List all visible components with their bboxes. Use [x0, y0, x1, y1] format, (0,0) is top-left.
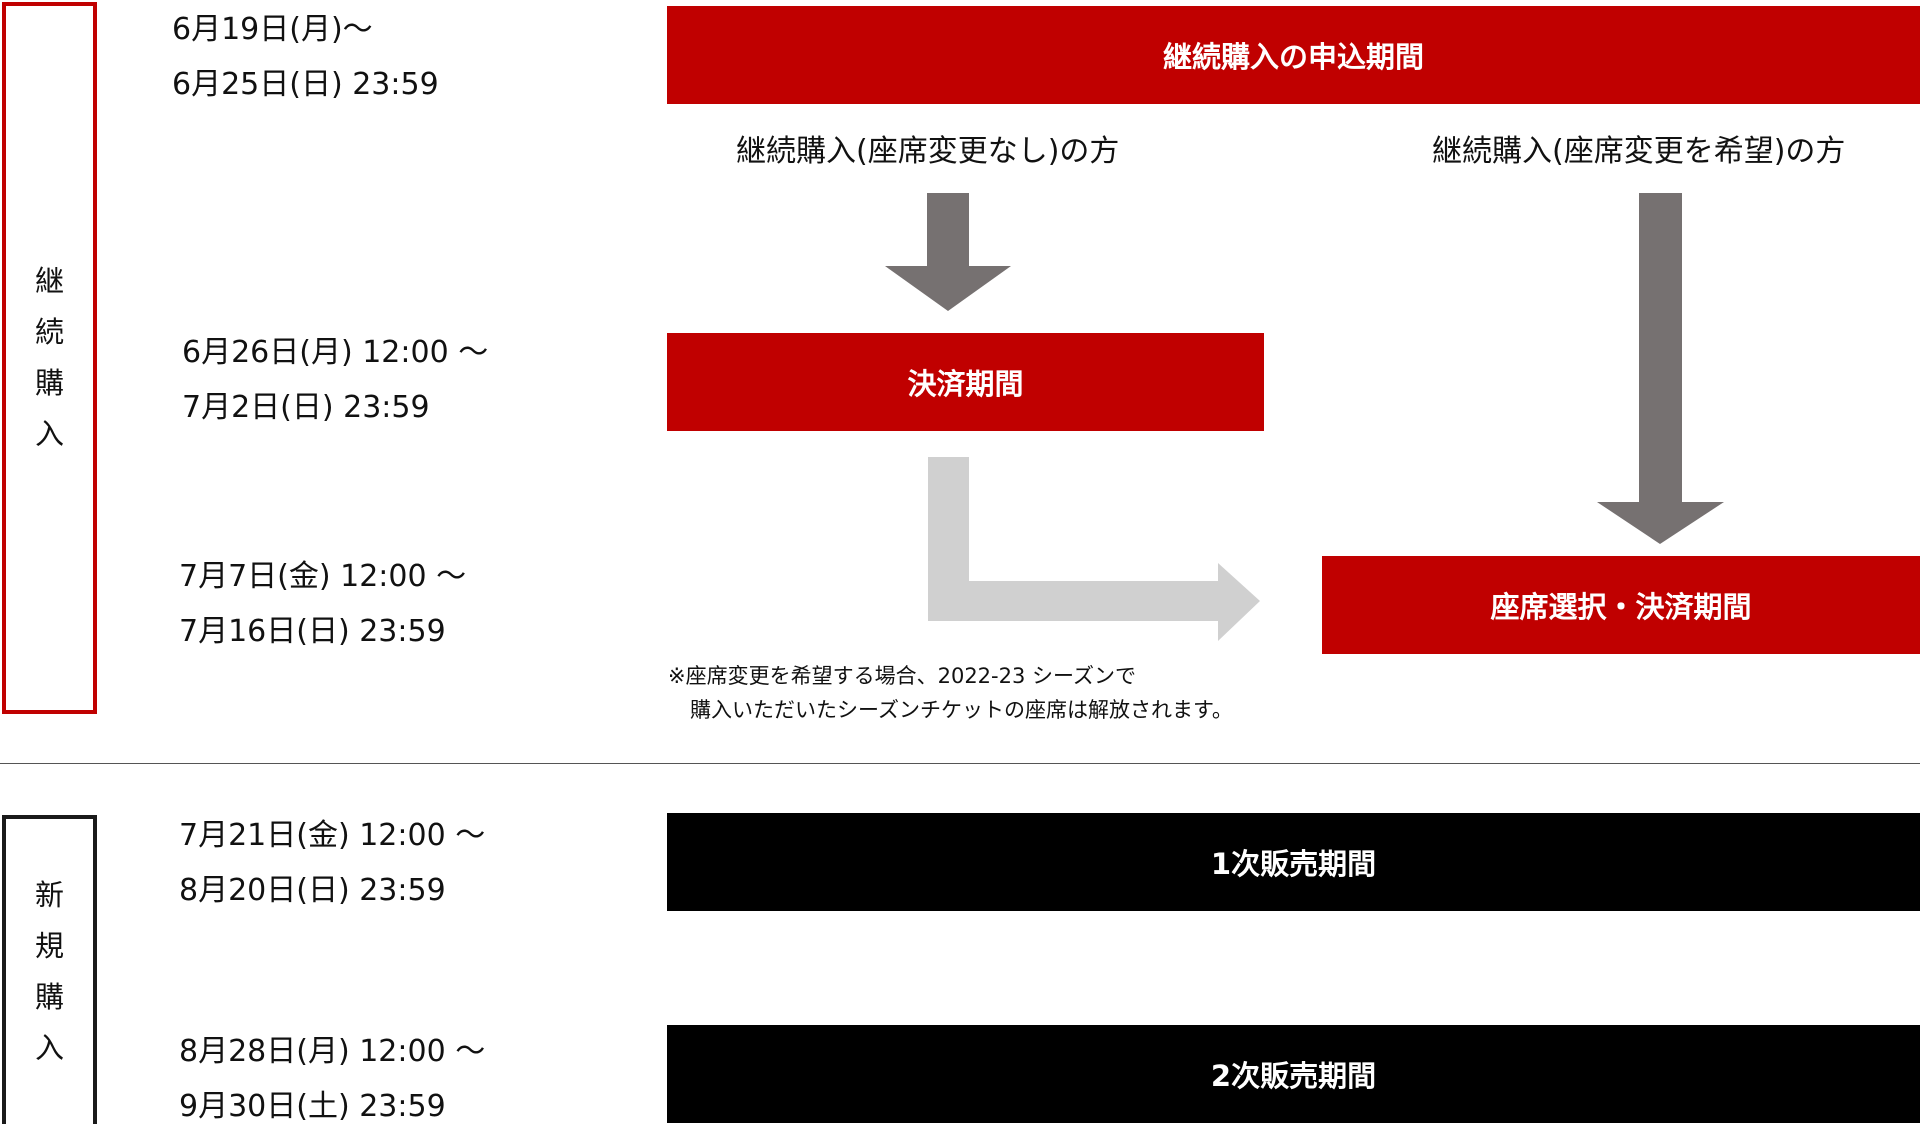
arrow-to-seat-selection: [1597, 193, 1724, 544]
renewal-label-char: 続: [34, 315, 64, 349]
payment-date: 6月26日(月) 12:00 ～ 7月2日(日) 23:59: [182, 325, 488, 435]
date-end: 6月25日(日) 23:59: [172, 67, 439, 102]
date-end: 7月2日(日) 23:59: [182, 390, 430, 425]
renewal-label-char: 入: [34, 417, 64, 451]
branch-seat-change: 継続購入(座席変更を希望)の方: [1432, 134, 1846, 169]
date-start: 8月28日(月) 12:00 ～: [179, 1034, 486, 1069]
new-label-char: 購: [34, 979, 64, 1014]
date-end: 9月30日(土) 23:59: [179, 1089, 446, 1124]
date-start: 6月26日(月) 12:00 ～: [182, 335, 489, 370]
date-end: 8月20日(日) 23:59: [179, 873, 446, 908]
branch-no-seat-change: 継続購入(座席変更なし)の方: [736, 134, 1120, 169]
application-date: 6月19日(月)～ 6月25日(日) 23:59: [172, 2, 439, 112]
arrow-payment-to-seat-selection: [928, 457, 1260, 641]
note-line: 購入いただいたシーズンチケットの座席は解放されます。: [690, 698, 1233, 722]
second-sale-date: 8月28日(月) 12:00 ～ 9月30日(土) 23:59: [179, 1024, 485, 1124]
date-start: 6月19日(月)～: [172, 12, 373, 47]
renewal-label-char: 購: [34, 366, 64, 400]
seat-change-note: ※座席変更を希望する場合、2022-23 シーズンで 購入いただいたシーズンチケ…: [668, 659, 1233, 727]
new-label-char: 規: [34, 928, 64, 963]
seat-selection-date: 7月7日(金) 12:00 ～ 7月16日(日) 23:59: [179, 549, 466, 659]
new-label-char: 入: [34, 1030, 64, 1065]
first-sale-date: 7月21日(金) 12:00 ～ 8月20日(日) 23:59: [179, 808, 485, 918]
renewal-label-char: 継: [34, 264, 64, 298]
second-sale-period-bar: 2次販売期間: [667, 1025, 1920, 1123]
application-period-bar: 継続購入の申込期間: [667, 6, 1920, 104]
date-end: 7月16日(日) 23:59: [179, 614, 446, 649]
date-start: 7月7日(金) 12:00 ～: [179, 559, 467, 594]
new-purchase-section-label: 新 規 購 入: [2, 815, 97, 1124]
new-label-char: 新: [34, 877, 64, 912]
note-line: ※座席変更を希望する場合、2022-23 シーズンで: [668, 664, 1136, 688]
first-sale-period-bar: 1次販売期間: [667, 813, 1920, 911]
renewal-section-label: 継 続 購 入: [2, 2, 97, 714]
payment-period-bar: 決済期間: [667, 333, 1264, 431]
date-start: 7月21日(金) 12:00 ～: [179, 818, 486, 853]
arrow-to-payment: [885, 193, 1011, 311]
seat-selection-period-bar: 座席選択・決済期間: [1322, 556, 1920, 654]
section-divider: [0, 763, 1920, 764]
